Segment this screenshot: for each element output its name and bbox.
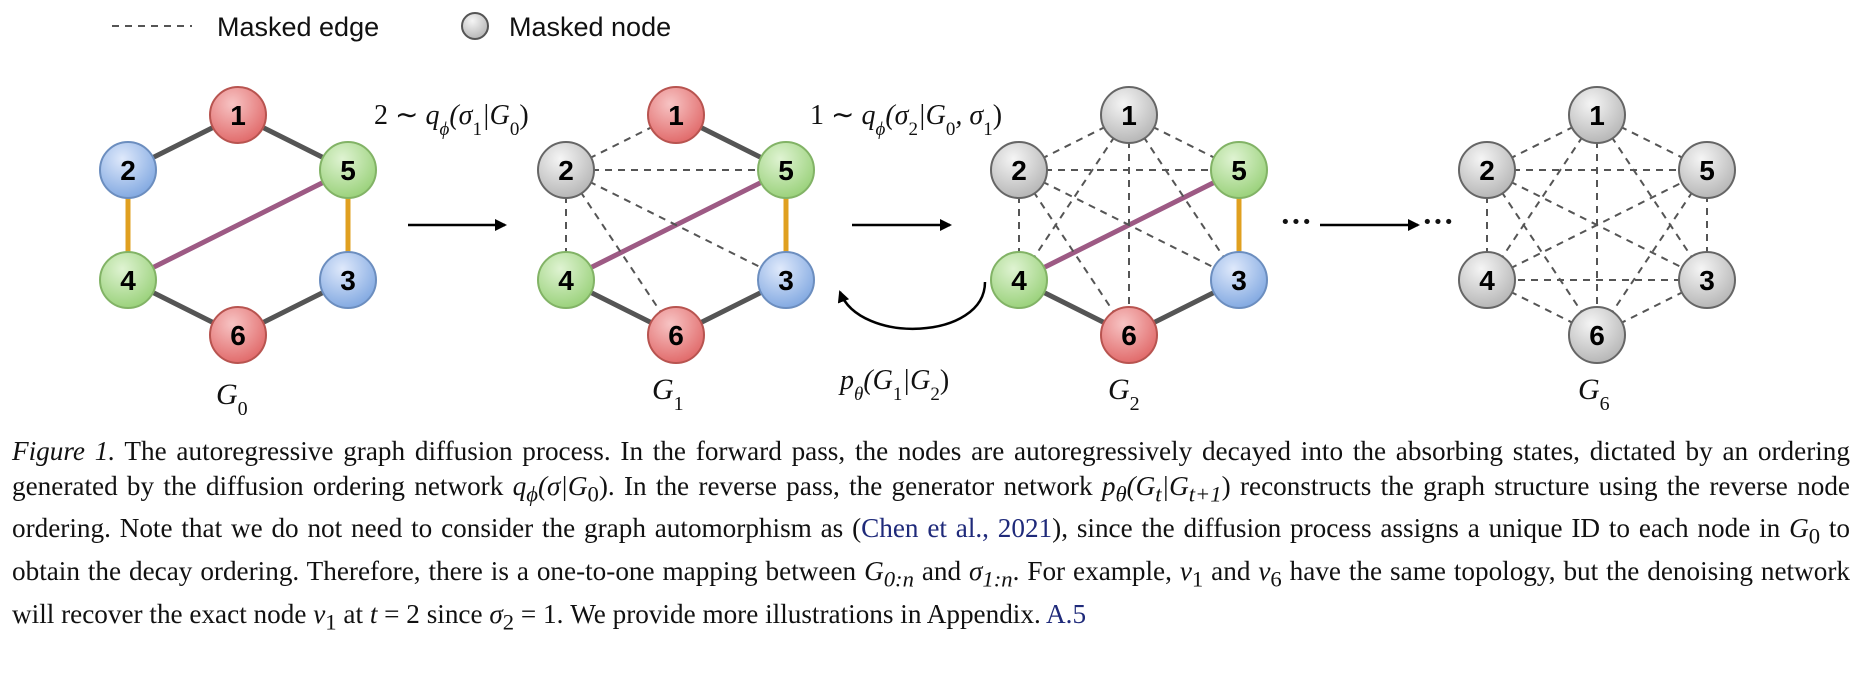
- node-label: 2: [558, 155, 574, 186]
- legend-masked-node-label: Masked node: [509, 12, 671, 42]
- node-circle: [990, 141, 1048, 199]
- node-circle: [537, 141, 595, 199]
- node-label: 4: [120, 265, 136, 296]
- step2-annotation: 1 ∼ qϕ(σ2|G0, σ1): [810, 100, 1002, 140]
- node-label: 4: [1011, 265, 1027, 296]
- node-label: 3: [340, 265, 356, 296]
- node-label: 6: [1589, 320, 1605, 351]
- node-label: 5: [1231, 155, 1247, 186]
- node-label: 1: [1589, 100, 1605, 131]
- node-g2-5: 5: [1210, 141, 1268, 199]
- node-circle: [990, 251, 1048, 309]
- step1-annotation: 2 ∼ qϕ(σ1|G0): [374, 100, 529, 140]
- node-label: 1: [1121, 100, 1137, 131]
- node-circle: [319, 251, 377, 309]
- graph-label-g1: G1: [652, 373, 684, 415]
- node-g1-3: 3: [757, 251, 815, 309]
- node-label: 3: [1231, 265, 1247, 296]
- masked-edge-g3-1-4: [1486, 114, 1598, 281]
- figure-diagram: Masked edge Masked node ··· ··· 2 ∼ qϕ(σ…: [99, 12, 1736, 420]
- node-circle: [757, 251, 815, 309]
- node-label: 2: [1011, 155, 1027, 186]
- node-circle: [647, 306, 705, 364]
- node-g2-6: 6: [1100, 306, 1158, 364]
- ellipsis-right: ···: [1422, 203, 1454, 239]
- node-circle: [1568, 306, 1626, 364]
- node-circle: [99, 141, 157, 199]
- node-g0-6: 6: [209, 306, 267, 364]
- node-g0-3: 3: [319, 251, 377, 309]
- node-label: 6: [1121, 320, 1137, 351]
- node-g2-1: 1: [1100, 86, 1158, 144]
- node-circle: [1210, 251, 1268, 309]
- node-circle: [99, 251, 157, 309]
- graph-label-g6: G6: [1578, 373, 1610, 415]
- node-label: 4: [1479, 265, 1495, 296]
- node-label: 2: [120, 155, 136, 186]
- ellipsis-left: ···: [1280, 203, 1312, 239]
- node-g2-2: 2: [990, 141, 1048, 199]
- reverse-annotation: pθ(G1|G2): [838, 365, 949, 405]
- node-circle: [1100, 86, 1158, 144]
- node-circle: [1458, 251, 1516, 309]
- node-circle: [1100, 306, 1158, 364]
- node-label: 2: [1479, 155, 1495, 186]
- caption-label: Figure 1.: [12, 436, 116, 466]
- node-g0-1: 1: [209, 86, 267, 144]
- graph-nodes: 1 2 5 4 3 6 1 2 5 4 3 6 1 2 5 4 3 6 1 2 5 4 3 6: [99, 86, 1736, 364]
- node-g1-2: 2: [537, 141, 595, 199]
- node-g0-2: 2: [99, 141, 157, 199]
- node-circle: [209, 86, 267, 144]
- node-g1-4: 4: [537, 251, 595, 309]
- node-label: 5: [1699, 155, 1715, 186]
- node-g0-4: 4: [99, 251, 157, 309]
- node-label: 5: [340, 155, 356, 186]
- node-circle: [1458, 141, 1516, 199]
- node-circle: [1568, 86, 1626, 144]
- node-circle: [319, 141, 377, 199]
- node-g3-4: 4: [1458, 251, 1516, 309]
- node-g1-5: 5: [757, 141, 815, 199]
- node-label: 3: [1699, 265, 1715, 296]
- node-g1-6: 6: [647, 306, 705, 364]
- node-g2-3: 3: [1210, 251, 1268, 309]
- masked-edge-g1-2-3: [565, 169, 787, 281]
- node-g3-5: 5: [1678, 141, 1736, 199]
- node-label: 5: [778, 155, 794, 186]
- node-circle: [537, 251, 595, 309]
- node-circle: [1678, 141, 1736, 199]
- forward-arrows: ··· ···: [408, 203, 1454, 330]
- legend: Masked edge Masked node: [112, 12, 671, 42]
- edge-g0-4-5: [126, 167, 350, 283]
- legend-masked-node-icon: [461, 12, 489, 40]
- node-label: 1: [668, 100, 684, 131]
- node-g3-2: 2: [1458, 141, 1516, 199]
- masked-edge-g3-2-6: [1486, 169, 1598, 336]
- node-g3-6: 6: [1568, 306, 1626, 364]
- figure-caption: Figure 1. The autoregressive graph diffu…: [12, 436, 1850, 635]
- node-label: 6: [668, 320, 684, 351]
- node-label: 1: [230, 100, 246, 131]
- node-circle: [1210, 141, 1268, 199]
- graph-label-g0: G0: [216, 378, 248, 420]
- node-label: 4: [558, 265, 574, 296]
- node-label: 6: [230, 320, 246, 351]
- node-label: 3: [778, 265, 794, 296]
- caption-text: The autoregressive graph diffusion proce…: [12, 436, 1850, 501]
- graph-label-g2: G2: [1108, 373, 1140, 415]
- node-g1-1: 1: [647, 86, 705, 144]
- node-g0-5: 5: [319, 141, 377, 199]
- node-g2-4: 4: [990, 251, 1048, 309]
- node-g3-3: 3: [1678, 251, 1736, 309]
- masked-edge-g3-4-5: [1486, 169, 1708, 281]
- appendix-link[interactable]: A.5: [1046, 599, 1087, 630]
- node-circle: [1678, 251, 1736, 309]
- reverse-arrow: [837, 281, 987, 330]
- node-circle: [647, 86, 705, 144]
- legend-masked-edge-label: Masked edge: [217, 12, 379, 42]
- node-circle: [757, 141, 815, 199]
- node-circle: [209, 306, 267, 364]
- citation-link[interactable]: Chen et al., 2021: [861, 513, 1053, 544]
- node-g3-1: 1: [1568, 86, 1626, 144]
